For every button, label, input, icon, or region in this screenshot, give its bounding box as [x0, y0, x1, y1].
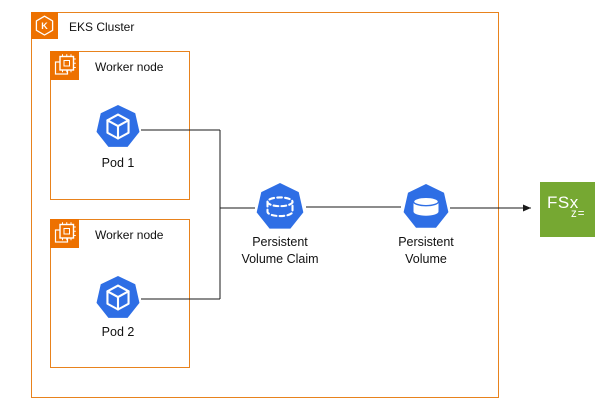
eks-cluster-label: EKS Cluster: [69, 20, 135, 34]
pv-icon: [403, 184, 449, 228]
worker-node-1-group: Worker node: [50, 51, 190, 200]
fsx-label: FSx: [547, 193, 579, 212]
pod-icon: [96, 104, 140, 147]
eks-icon-letter: K: [41, 21, 48, 31]
pvc-label: Persistent Volume Claim: [241, 235, 319, 266]
eks-cluster-icon: K: [31, 12, 58, 39]
eks-cluster-group: K EKS Cluster: [31, 12, 499, 398]
pod-2-label: Pod 2: [101, 325, 135, 339]
pv-label: Persistent Volume: [398, 235, 454, 266]
worker-node-2-group: Worker node: [50, 219, 190, 368]
pod-icon: [96, 275, 140, 318]
fsx-openzfs-glyph: z=: [571, 208, 586, 220]
fsx-icon: FSx z=: [540, 182, 595, 237]
pvc-icon: [256, 183, 304, 229]
compute-chip-icon: [50, 51, 79, 80]
worker-node-1-label: Worker node: [95, 60, 164, 74]
compute-chip-icon: [50, 219, 79, 248]
pod-1-label: Pod 1: [101, 156, 135, 170]
worker-node-2-label: Worker node: [95, 228, 164, 242]
